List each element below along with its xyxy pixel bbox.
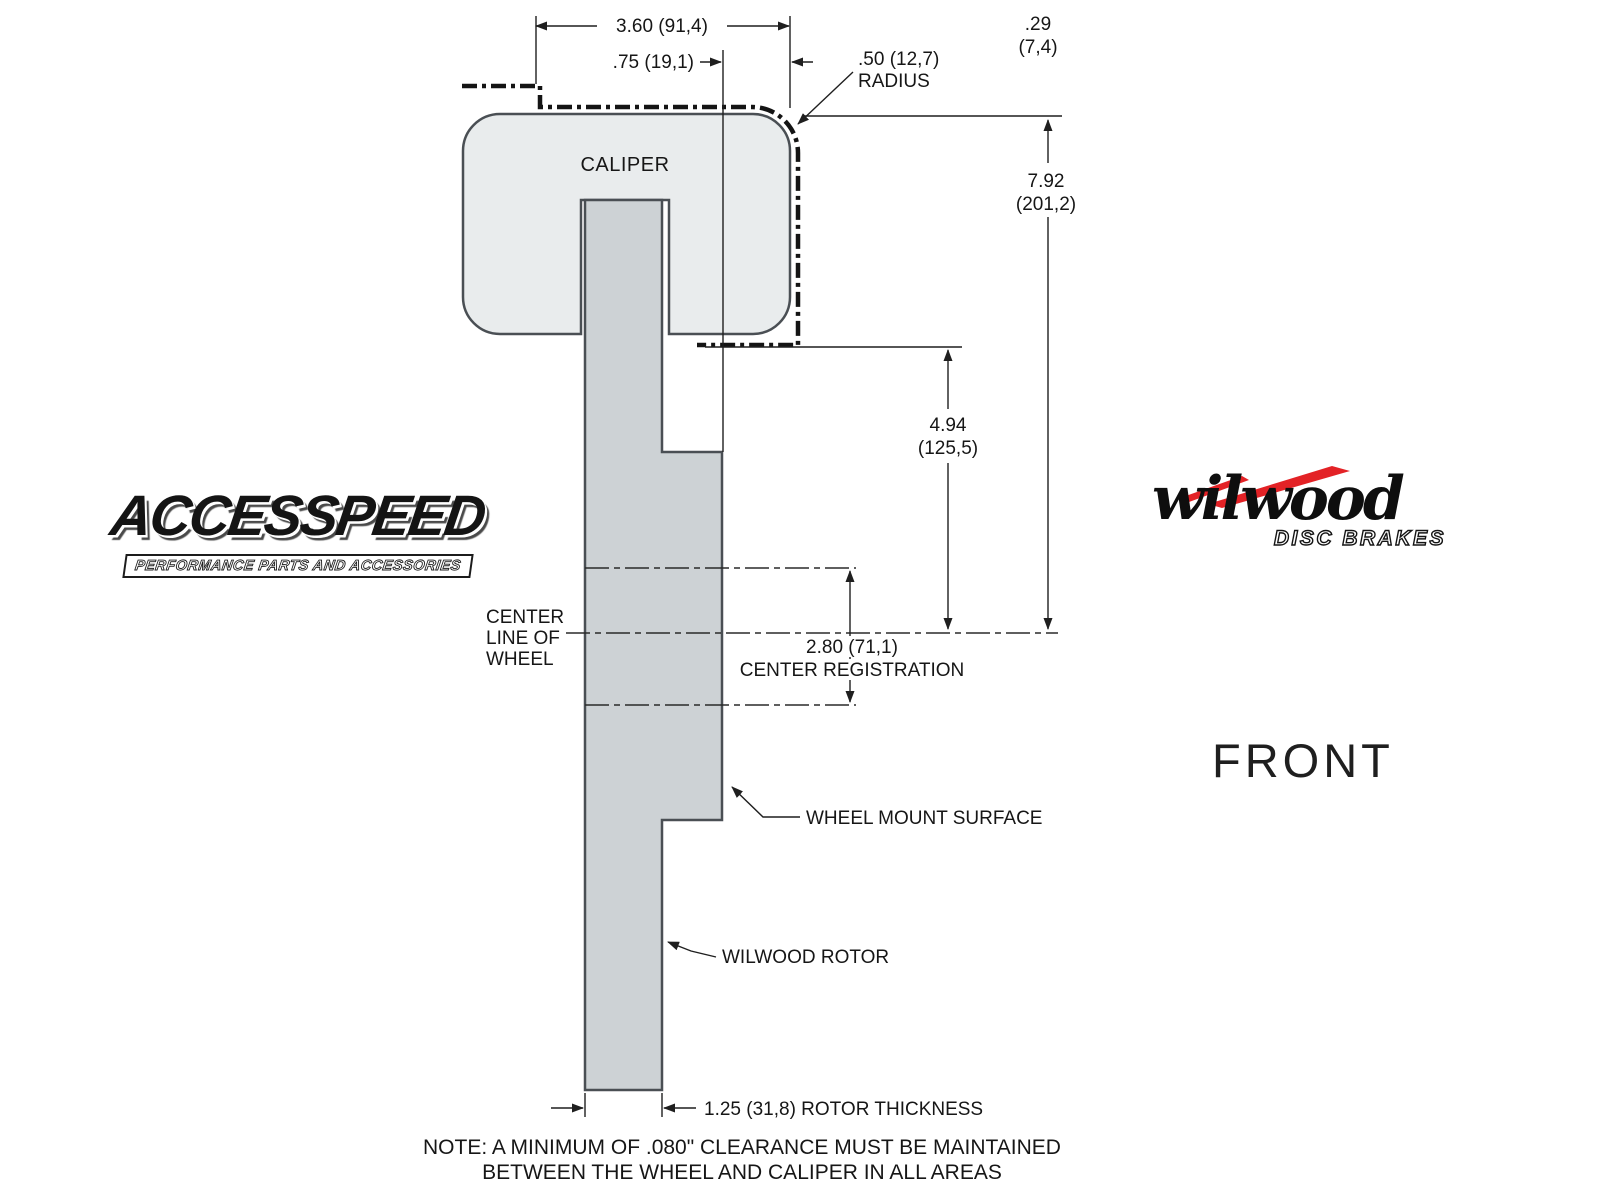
caliper-shape bbox=[461, 112, 792, 336]
dim-center-registration-label: CENTER REGISTRATION bbox=[740, 660, 965, 681]
dim-overall-height-in-label: 7.92 bbox=[1028, 171, 1065, 192]
caliper-label: CALIPER bbox=[580, 154, 669, 176]
dim-clearance-in-label: .29 bbox=[1025, 14, 1051, 35]
dim-caliper-offset-label: .75 (19,1) bbox=[613, 52, 694, 73]
dim-overall-height-mm-label: (201,2) bbox=[1016, 194, 1076, 215]
center-line-label-2: LINE OF bbox=[486, 628, 560, 649]
dim-clearance-mm-label: (7,4) bbox=[1018, 37, 1057, 58]
dim-caliper-to-center-mm-label: (125,5) bbox=[918, 438, 978, 459]
clearance-note-line1: NOTE: A MINIMUM OF .080" CLEARANCE MUST … bbox=[423, 1136, 1061, 1159]
dim-radius-value-label: .50 (12,7) bbox=[858, 49, 939, 70]
wilwood-wordmark: wilwood bbox=[1152, 464, 1405, 534]
center-line-label-3: WHEEL bbox=[486, 649, 554, 670]
accesspeed-logo: ACCESSPEED PERFORMANCE PARTS AND ACCESSO… bbox=[100, 484, 495, 578]
dim-text-mask bbox=[906, 409, 990, 463]
wheel-phantom-outline bbox=[462, 83, 801, 348]
front-caption: FRONT bbox=[1212, 734, 1394, 787]
dim-text-mask bbox=[731, 659, 973, 680]
dim-radius-word-label: RADIUS bbox=[858, 71, 930, 92]
dim-text-mask bbox=[597, 13, 727, 38]
wilwood-logo: wilwood DISC BRAKES bbox=[1152, 464, 1452, 551]
accesspeed-tagline: PERFORMANCE PARTS AND ACCESSORIES bbox=[121, 554, 474, 578]
wheel-mount-leader-line bbox=[731, 786, 800, 818]
dim-rotor-thickness-label: 1.25 (31,8) ROTOR THICKNESS bbox=[704, 1099, 983, 1120]
dim-text-mask bbox=[790, 636, 914, 657]
rotor-shape bbox=[583, 198, 724, 1092]
wilwood-disc-brakes-label: DISC BRAKES bbox=[1273, 526, 1446, 550]
wilwood-rotor-label: WILWOOD ROTOR bbox=[722, 947, 889, 968]
wilwood-swoosh-icon bbox=[1180, 466, 1350, 508]
wheel-mount-surface-label: WHEEL MOUNT SURFACE bbox=[806, 808, 1042, 829]
clearance-note-line2: BETWEEN THE WHEEL AND CALIPER IN ALL ARE… bbox=[482, 1161, 1002, 1184]
dim-total-width-label: 3.60 (91,4) bbox=[616, 16, 708, 37]
accesspeed-wordmark: ACCESSPEED bbox=[106, 484, 489, 548]
dim-center-registration-value: 2.80 (71,1) bbox=[806, 637, 898, 658]
rotor-leader-line bbox=[667, 941, 717, 958]
dim-text-mask bbox=[1004, 163, 1092, 217]
center-line-label-1: CENTER bbox=[486, 607, 564, 628]
dim-caliper-to-center-in-label: 4.94 bbox=[930, 415, 967, 436]
